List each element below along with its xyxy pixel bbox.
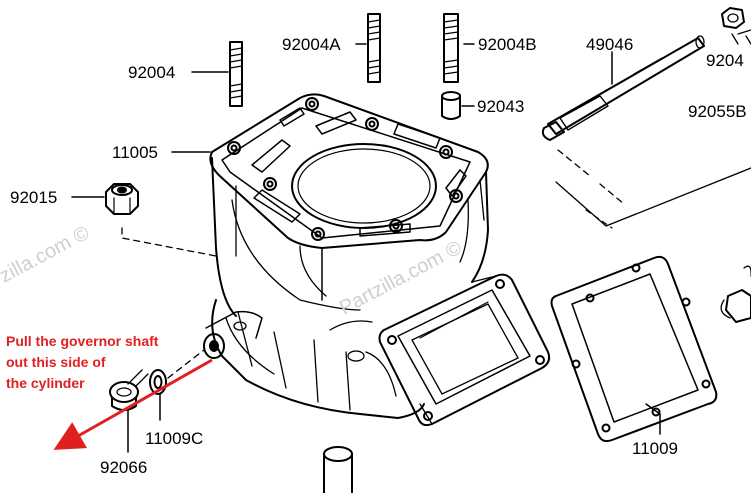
right-edge-parts (720, 7, 751, 323)
leader-lines (71, 43, 661, 453)
label-49046: 49046 (586, 35, 634, 54)
stud-92004 (229, 41, 243, 107)
label-11009: 11009 (632, 439, 679, 458)
stud-92004b (443, 13, 459, 83)
annotation-text: Pull the governor shaft out this side of… (6, 331, 158, 394)
label-11005: 11005 (112, 143, 159, 162)
label-92066: 92066 (100, 458, 148, 477)
label-11009c: 11009C (145, 429, 204, 448)
dowel-92043 (441, 91, 461, 120)
cylinder-body (203, 157, 489, 419)
stud-92004a (367, 13, 381, 83)
intake-port (378, 273, 551, 427)
label-92004a: 92004A (282, 35, 341, 54)
annotation-line-3: the cylinder (6, 375, 85, 391)
annotation-line-1: Pull the governor shaft (6, 333, 159, 349)
label-92004: 92004 (128, 63, 176, 82)
governor-shaft (541, 35, 705, 141)
label-92004b: 92004B (478, 35, 537, 54)
cap-nut-92015 (105, 183, 139, 215)
cylinder-top-flange (209, 93, 489, 249)
label-92015: 92015 (10, 188, 58, 207)
annotation-line-2: out this side of (6, 354, 106, 370)
label-92043: 92043 (477, 97, 525, 116)
annotation-arrow (53, 358, 213, 450)
label-92055b: 92055B (688, 103, 747, 120)
pipe-stub (323, 446, 353, 493)
intake-gasket (550, 255, 718, 443)
label-92043-right: 9204 (706, 51, 744, 70)
washer-11009c (149, 369, 167, 395)
